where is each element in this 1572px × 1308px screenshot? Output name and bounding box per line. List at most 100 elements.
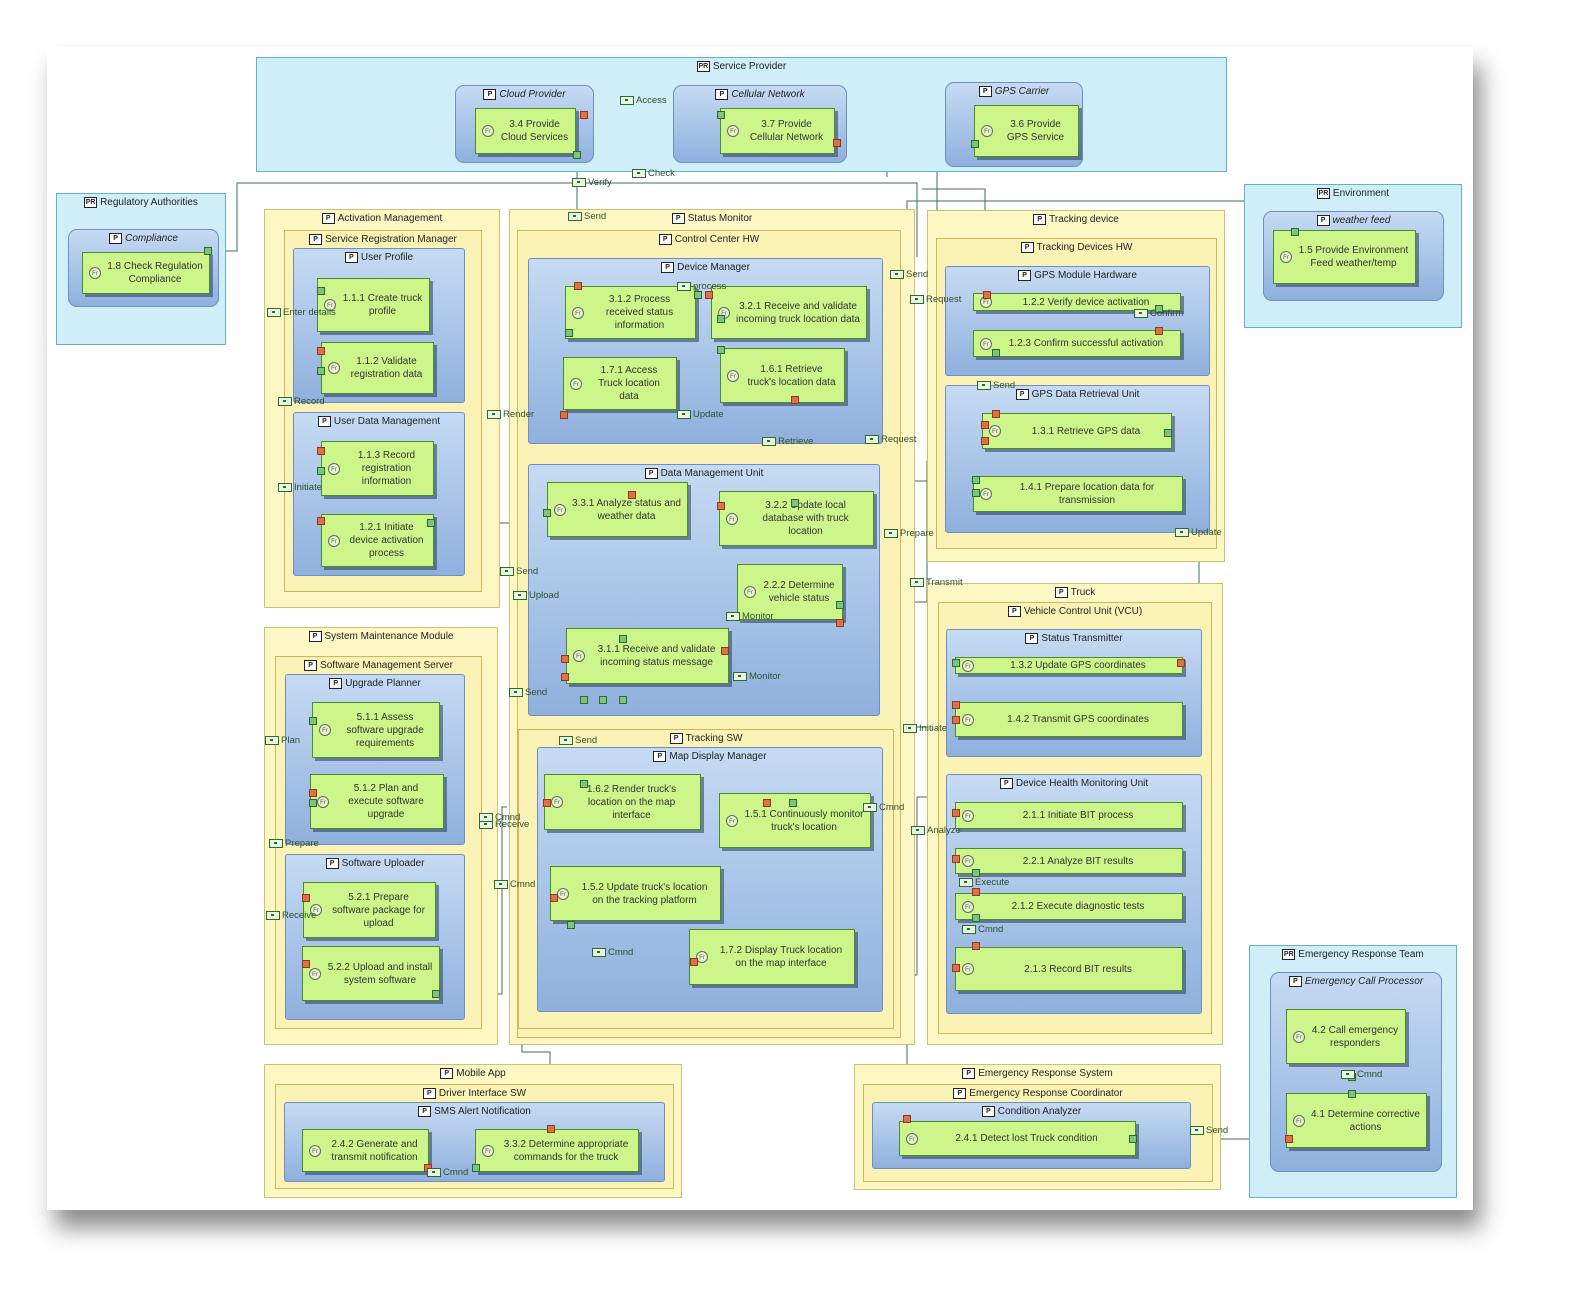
function-icon: Fr <box>328 534 340 547</box>
interface-confirm: Confirm <box>1134 308 1183 319</box>
function-icon: Fr <box>319 724 331 736</box>
interface-update: Update <box>677 409 724 420</box>
interface-cmnd-4: Cmnd <box>592 947 633 958</box>
port <box>992 349 1000 357</box>
port <box>317 467 325 475</box>
part-icon: P <box>1020 242 1034 253</box>
port <box>550 894 558 902</box>
port <box>567 921 575 929</box>
function-icon: Fr <box>1280 251 1292 263</box>
part-icon: P <box>325 858 339 869</box>
function-icon: Fr <box>317 795 329 808</box>
interface-retrieve: Retrieve <box>762 436 813 447</box>
function-icon: Fr <box>727 369 739 382</box>
port <box>1155 305 1163 313</box>
part-icon: P <box>1033 214 1047 225</box>
port <box>833 139 841 147</box>
part-icon: P <box>418 1106 432 1117</box>
part-icon: P <box>981 1106 995 1117</box>
port <box>789 799 797 807</box>
port <box>1177 659 1185 667</box>
interface-request: Request <box>910 294 961 305</box>
port <box>619 696 627 704</box>
